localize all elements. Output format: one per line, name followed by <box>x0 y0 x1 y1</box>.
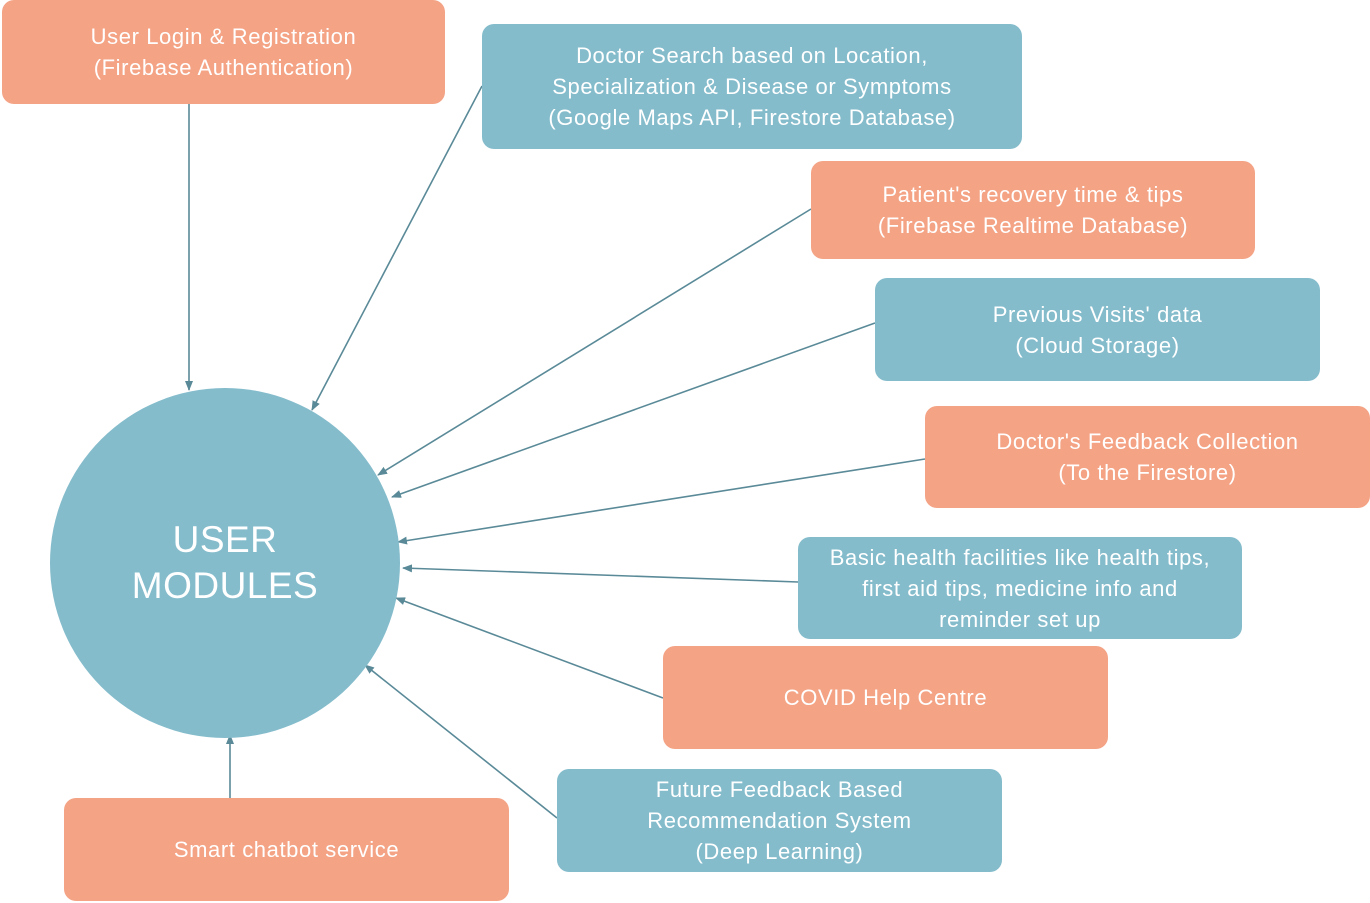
arrow-recovery <box>377 208 812 476</box>
doctor-search-line2: Specialization & Disease or Symptoms <box>552 74 952 99</box>
arrow-doctor-search <box>311 85 483 411</box>
doctor-feedback-title: Doctor's Feedback Collection <box>996 429 1299 454</box>
chatbot-module-title: Smart chatbot service <box>173 837 400 862</box>
future-recommendation-module-box: Future Feedback Based Recommendation Sys… <box>557 769 1002 872</box>
doctor-feedback-module-box: Doctor's Feedback Collection (To the Fir… <box>925 406 1370 508</box>
covid-help-module-box: COVID Help Centre <box>663 646 1108 749</box>
user-modules-node: USER MODULES <box>50 388 400 738</box>
login-module-tech: (Firebase Authentication) <box>93 55 354 80</box>
arrow-visits <box>391 322 876 498</box>
health-facilities-line3: reminder set up <box>939 606 1101 632</box>
previous-visits-module-box: Previous Visits' data (Cloud Storage) <box>875 278 1320 381</box>
user-modules-label-line2: MODULES <box>131 565 319 606</box>
health-facilities-line1: Basic health facilities like health tips… <box>829 544 1211 570</box>
user-modules-label-line1: USER <box>172 519 278 560</box>
arrow-health <box>402 564 799 583</box>
doctor-feedback-tech: (To the Firestore) <box>1058 460 1237 485</box>
recovery-module-title: Patient's recovery time & tips <box>882 182 1184 207</box>
health-facilities-line2: first aid tips, medicine info and <box>862 575 1178 601</box>
covid-help-title: COVID Help Centre <box>783 685 988 710</box>
recovery-module-tech: (Firebase Realtime Database) <box>877 213 1189 238</box>
doctor-search-line1: Doctor Search based on Location, <box>576 43 928 68</box>
login-module-title: User Login & Registration <box>90 24 357 49</box>
login-module-box: User Login & Registration (Firebase Auth… <box>2 0 445 104</box>
recovery-module-box: Patient's recovery time & tips (Firebase… <box>811 161 1255 259</box>
future-recommendation-line1: Future Feedback Based <box>655 777 904 802</box>
arrow-feedback <box>397 458 926 545</box>
previous-visits-title: Previous Visits' data <box>992 301 1203 327</box>
arrow-future <box>364 664 558 819</box>
future-recommendation-tech: (Deep Learning) <box>695 839 864 864</box>
health-facilities-module-box: Basic health facilities like health tips… <box>798 537 1242 639</box>
future-recommendation-line2: Recommendation System <box>647 808 912 833</box>
arrow-covid <box>395 597 664 699</box>
doctor-search-module-box: Doctor Search based on Location, Special… <box>482 24 1022 149</box>
previous-visits-tech: (Cloud Storage) <box>1015 332 1180 358</box>
doctor-search-tech: (Google Maps API, Firestore Database) <box>548 105 956 130</box>
chatbot-module-box: Smart chatbot service <box>64 798 509 901</box>
